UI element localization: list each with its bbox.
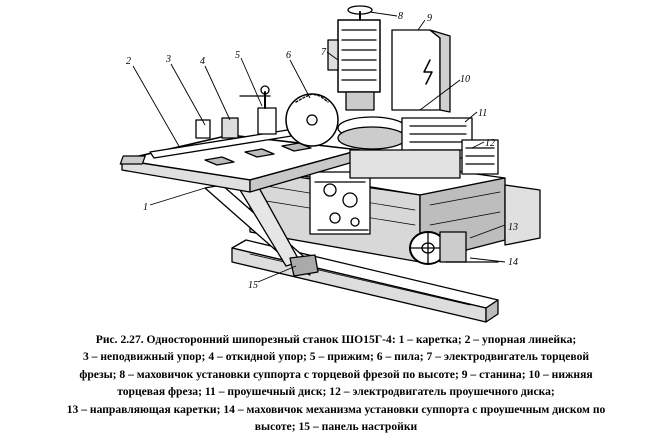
saw-blade (285, 93, 339, 147)
label-5: 5 (235, 50, 240, 61)
label-7: 7 (321, 47, 327, 58)
height-handwheel (347, 5, 373, 21)
disc-motor (461, 139, 499, 175)
fence-and-stops (149, 85, 305, 159)
machine-illustration: 2 3 4 5 6 7 8 9 10 11 12 1 13 14 15 (119, 5, 541, 323)
caption-line: торцевая фреза; 11 – проушечный диск; 12… (117, 385, 555, 399)
label-1: 1 (143, 202, 148, 213)
label-8: 8 (398, 11, 403, 22)
cutter-and-disc (337, 116, 473, 179)
label-13: 13 (508, 222, 518, 233)
handwheel (409, 231, 499, 265)
part-labels: 2 3 4 5 6 7 8 9 10 11 12 1 13 14 15 (126, 11, 518, 291)
mechanism-block (309, 171, 371, 235)
machine-drawing: 2 3 4 5 6 7 8 9 10 11 12 1 13 14 15 (119, 5, 541, 323)
label-10: 10 (460, 74, 470, 85)
label-15: 15 (248, 280, 258, 291)
label-9: 9 (427, 13, 432, 24)
label-12: 12 (485, 138, 495, 149)
caption-line: 3 – неподвижный упор; 4 – откидной упор;… (82, 350, 590, 364)
label-3: 3 (165, 54, 171, 65)
caption-line: 13 – направляющая каретки; 14 – маховичо… (66, 402, 606, 416)
label-11: 11 (478, 108, 487, 119)
label-2: 2 (126, 56, 131, 67)
machine-column (391, 29, 451, 113)
label-4: 4 (200, 56, 205, 67)
end-cutter-motor (327, 19, 381, 111)
caption-line: Рис. 2.27. Односторонний шипорезный стан… (95, 333, 577, 346)
caption-line: фрезы; 8 – маховичок установки суппорта … (79, 367, 593, 381)
figure-caption: Рис. 2.27. Односторонний шипорезный стан… (6, 331, 666, 443)
caption-line: высоте; 15 – панель настройки (254, 420, 418, 434)
label-6: 6 (286, 50, 291, 61)
leader-lines (132, 11, 506, 283)
label-14: 14 (508, 257, 518, 268)
